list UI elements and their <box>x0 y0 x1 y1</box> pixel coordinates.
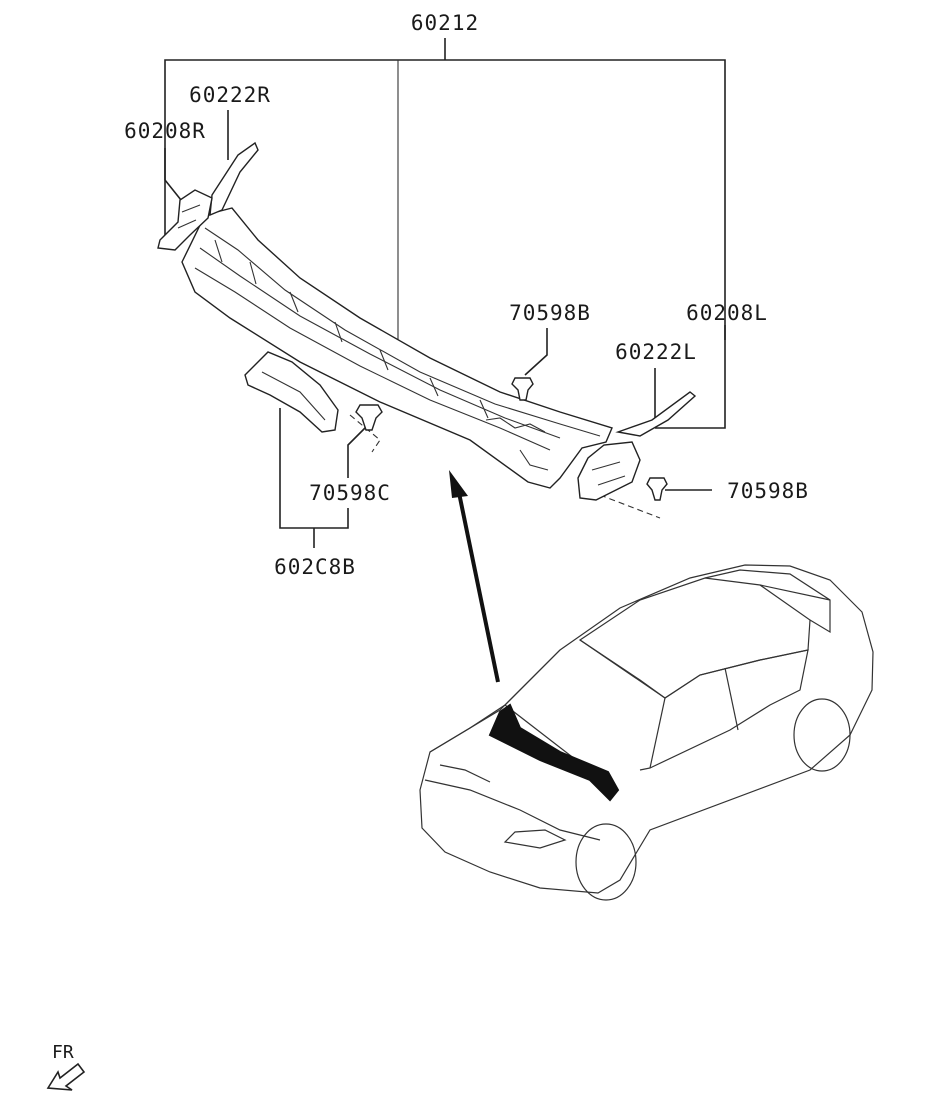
arrow-down-left-icon <box>46 1062 86 1091</box>
left-cowl-bracket <box>577 391 697 501</box>
label-70598b-top: 70598B <box>509 301 591 325</box>
label-60208r: 60208R <box>124 119 206 143</box>
label-60222r: 60222R <box>189 83 271 107</box>
label-60208l: 60208L <box>686 301 768 325</box>
label-60222l: 60222L <box>615 340 697 364</box>
car-illustration <box>419 564 874 901</box>
cowl-top-panel <box>181 207 613 489</box>
front-marker-label: FR <box>52 1042 74 1063</box>
lower-cowl-cover <box>244 351 339 433</box>
right-cowl-bracket <box>157 141 259 251</box>
label-602c8b: 602C8B <box>274 555 356 579</box>
label-70598b-right: 70598B <box>727 479 809 503</box>
clip-70598b-right <box>646 477 668 501</box>
label-70598c: 70598C <box>309 481 391 505</box>
upward-arrow-icon <box>449 470 500 683</box>
label-60212: 60212 <box>411 11 479 35</box>
clip-70598b-top <box>511 377 534 401</box>
clip-70598c <box>355 404 383 431</box>
